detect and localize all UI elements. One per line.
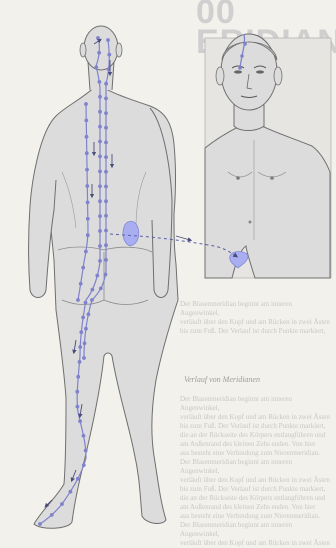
meridian-point xyxy=(104,155,108,159)
meridian-point xyxy=(60,502,64,506)
meridian-point xyxy=(79,282,83,286)
meridian-point xyxy=(104,126,108,130)
meridian-point xyxy=(99,287,103,291)
meridian-point xyxy=(104,273,108,277)
meridian-point xyxy=(78,360,82,364)
meridian-point xyxy=(95,274,99,278)
meridian-point xyxy=(98,110,102,114)
meridian-point xyxy=(86,233,90,237)
meridian-point xyxy=(104,141,108,145)
meridian-point xyxy=(104,258,108,262)
meridian-point xyxy=(86,201,90,205)
meridian-point xyxy=(38,522,42,526)
meridian-point xyxy=(76,375,80,379)
meridian-point xyxy=(85,151,89,155)
front-view-panel xyxy=(205,34,331,278)
meridian-point xyxy=(104,185,108,189)
meridian-point xyxy=(84,327,88,331)
meridian-point xyxy=(98,199,102,203)
meridian-point xyxy=(98,229,102,233)
meridian-point xyxy=(76,405,80,409)
front-torso xyxy=(205,122,330,278)
front-head xyxy=(221,34,277,110)
meridian-point xyxy=(83,341,87,345)
meridian-point xyxy=(98,244,102,248)
meridian-point xyxy=(85,184,89,188)
meridian-point xyxy=(104,97,108,101)
meridian-point xyxy=(90,298,94,302)
meridian-point xyxy=(81,316,85,320)
meridian-point xyxy=(82,434,86,438)
meridian-point xyxy=(78,419,82,423)
meridian-point xyxy=(84,250,88,254)
meridian-point xyxy=(76,477,80,481)
meridian-point xyxy=(94,65,98,69)
meridian-point xyxy=(104,170,108,174)
meridian-point xyxy=(78,345,82,349)
meridian-point xyxy=(104,82,108,86)
meridian-point xyxy=(98,259,102,263)
meridian-point xyxy=(76,298,80,302)
back-left-arm xyxy=(29,124,57,298)
meridian-point xyxy=(98,95,102,99)
arrow-icon xyxy=(176,236,190,240)
meridian-point xyxy=(97,51,101,55)
meridian-point xyxy=(98,155,102,159)
meridian-point xyxy=(104,214,108,218)
meridian-point xyxy=(85,135,89,139)
meridian-point xyxy=(96,36,100,40)
meridian-point xyxy=(98,140,102,144)
meridian-point xyxy=(85,168,89,172)
meridian-point xyxy=(107,53,111,57)
meridian-point xyxy=(84,119,88,123)
meridian-point xyxy=(81,266,85,270)
meridian-point xyxy=(104,111,108,115)
meridian-point xyxy=(98,214,102,218)
meridian-point xyxy=(98,170,102,174)
meridian-point xyxy=(84,301,88,305)
meridian-point xyxy=(106,38,110,42)
meridian-point xyxy=(84,449,88,453)
meridian-point xyxy=(91,288,95,292)
back-head xyxy=(84,26,118,70)
kidney-organ xyxy=(123,221,139,246)
meridian-point xyxy=(84,102,88,106)
meridian-point xyxy=(98,184,102,188)
meridian-point xyxy=(79,330,83,334)
meridian-point xyxy=(69,490,73,494)
meridian-point xyxy=(98,80,102,84)
meridian-point xyxy=(50,513,54,517)
meridian-point xyxy=(104,199,108,203)
meridian-point xyxy=(104,243,108,247)
meridian-point xyxy=(75,390,79,394)
meridian-point xyxy=(82,463,86,467)
meridian-point xyxy=(98,125,102,129)
meridian-point xyxy=(86,217,90,221)
meridian-point xyxy=(104,229,108,233)
meridian-point xyxy=(82,356,86,360)
meridian-point xyxy=(87,312,91,316)
back-view-body xyxy=(29,26,179,528)
